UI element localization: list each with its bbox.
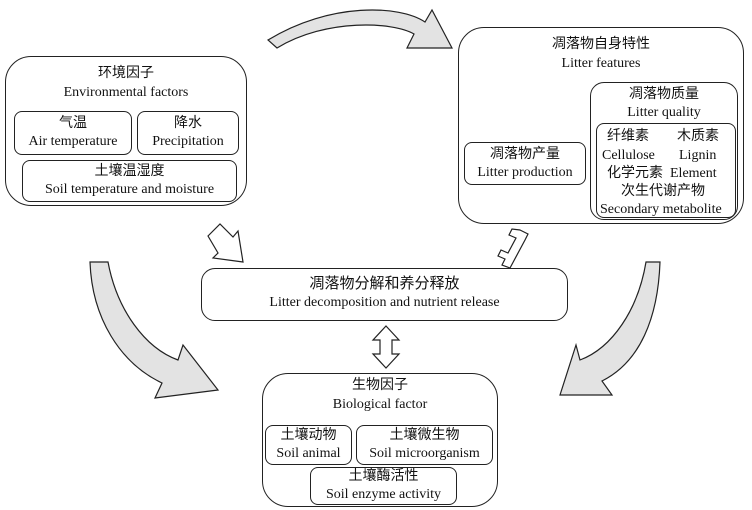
- soil-microorganism-cn: 土壤微生物: [389, 428, 460, 443]
- soil-microorganism-box: 土壤微生物 Soil microorganism: [356, 425, 493, 465]
- air-temperature-box: 气温 Air temperature: [14, 111, 132, 155]
- lignin-cn: 木质素: [677, 129, 719, 144]
- litter-decomposition-en: Litter decomposition and nutrient releas…: [269, 295, 500, 311]
- element-cn: 化学元素: [607, 166, 663, 181]
- litter-quality-components-box: 纤维素 木质素 Cellulose Lignin 化学元素 Element 次生…: [596, 123, 736, 218]
- litter-production-box: 凋落物产量 Litter production: [464, 142, 586, 185]
- secondary-metabolite-en: Secondary metabolite: [600, 202, 722, 217]
- soil-animal-en: Soil animal: [276, 445, 341, 461]
- litter-decomposition-box: 凋落物分解和养分释放 Litter decomposition and nutr…: [201, 268, 568, 321]
- environmental-title-cn: 环境因子: [98, 66, 154, 81]
- arrow-decomp-bio: [371, 325, 401, 369]
- air-temperature-cn: 气温: [59, 116, 87, 131]
- litter-features-title-cn: 凋落物自身特性: [552, 37, 650, 52]
- arrow-env-to-litter: [266, 8, 453, 49]
- arrow-env-to-decomp: [207, 223, 244, 263]
- litter-decomposition-cn: 凋落物分解和养分释放: [309, 276, 460, 292]
- arrow-litter-to-bio: [559, 261, 661, 396]
- litter-production-en: Litter production: [477, 164, 573, 180]
- soil-animal-box: 土壤动物 Soil animal: [265, 425, 352, 465]
- litter-quality-cn: 凋落物质量: [629, 87, 699, 102]
- litter-quality-en: Litter quality: [627, 105, 701, 120]
- soil-enzyme-activity-box: 土壤酶活性 Soil enzyme activity: [310, 467, 457, 505]
- soil-microorganism-en: Soil microorganism: [369, 445, 480, 461]
- precipitation-en: Precipitation: [152, 133, 224, 149]
- soil-temperature-moisture-box: 土壤温湿度 Soil temperature and moisture: [22, 160, 237, 202]
- soil-animal-cn: 土壤动物: [280, 428, 337, 443]
- arrow-env-to-bio: [89, 261, 220, 399]
- precipitation-cn: 降水: [174, 116, 202, 131]
- soil-enzyme-activity-en: Soil enzyme activity: [325, 486, 442, 502]
- biological-title-cn: 生物因子: [352, 378, 408, 393]
- element-en: Element: [670, 166, 717, 181]
- air-temperature-en: Air temperature: [28, 133, 118, 149]
- lignin-en: Lignin: [679, 148, 717, 163]
- cellulose-en: Cellulose: [602, 148, 655, 163]
- soil-temperature-moisture-cn: 土壤温湿度: [94, 164, 165, 179]
- litter-production-cn: 凋落物产量: [490, 147, 560, 162]
- environmental-title-en: Environmental factors: [63, 85, 189, 100]
- cellulose-cn: 纤维素: [607, 129, 649, 144]
- soil-temperature-moisture-en: Soil temperature and moisture: [44, 181, 215, 197]
- litter-features-title-en: Litter features: [561, 56, 641, 71]
- biological-title-en: Biological factor: [332, 397, 428, 412]
- soil-enzyme-activity-cn: 土壤酶活性: [348, 469, 419, 484]
- arrow-litter-decomp: [497, 228, 529, 269]
- secondary-metabolite-cn: 次生代谢产物: [621, 184, 705, 199]
- precipitation-box: 降水 Precipitation: [137, 111, 239, 155]
